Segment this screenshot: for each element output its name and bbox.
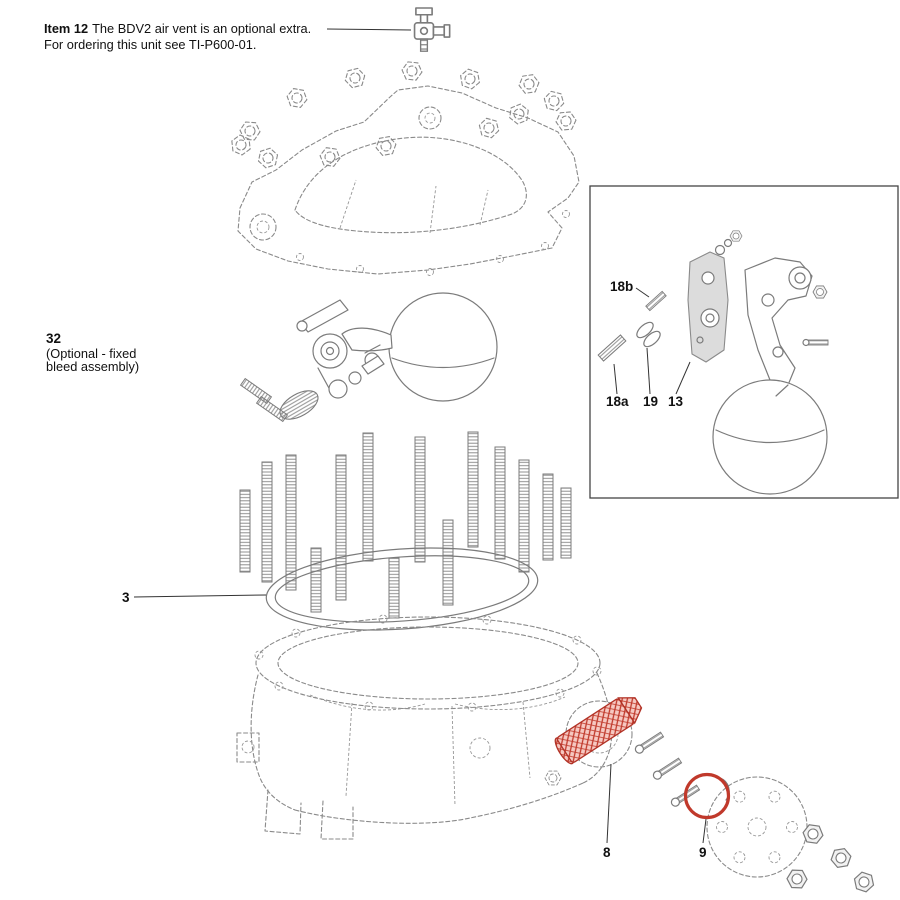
- label-item-32-desc1: (Optional - fixed: [46, 346, 136, 361]
- body-drawing: [236, 614, 633, 840]
- stud-icon: [239, 377, 273, 405]
- stud-icon: [560, 487, 572, 559]
- hex-nut-icon: [505, 101, 533, 127]
- label-item-3: 3: [122, 590, 130, 605]
- hex-nut-icon: [342, 66, 368, 90]
- label-item-19: 19: [643, 394, 658, 409]
- stud-icon: [255, 395, 289, 423]
- label-item-32-desc2: bleed assembly): [46, 359, 139, 374]
- label-item-18b: 18b: [610, 279, 633, 294]
- hex-nut-icon: [227, 132, 255, 158]
- o-ring: [683, 772, 731, 820]
- note-leader-line: [326, 28, 412, 31]
- hex-nut-icon: [476, 116, 502, 140]
- callout-32: 32 (Optional - fixed bleed assembly): [46, 331, 139, 374]
- hex-nut-icon: [829, 847, 853, 869]
- studs-drawing: [239, 431, 572, 619]
- lever-bracket: [744, 257, 813, 386]
- stud-icon: [261, 461, 273, 583]
- label-item-18a: 18a: [606, 394, 629, 409]
- end-cover-drawing: [706, 776, 808, 878]
- leader-18b: [635, 287, 650, 298]
- cover-drawing: [237, 85, 580, 276]
- hex-nut-icon: [729, 230, 743, 242]
- stud-icon: [414, 436, 426, 563]
- hex-nut-icon: [786, 869, 808, 889]
- leader-19: [646, 347, 651, 395]
- hex-nut-icon: [812, 285, 828, 299]
- bottom-nuts: [786, 823, 877, 894]
- hex-nut-icon: [400, 60, 424, 82]
- stud-icon: [442, 519, 454, 606]
- hex-nut-icon: [285, 87, 309, 109]
- hex-nut-icon: [318, 146, 342, 168]
- cover-nuts: [227, 60, 578, 170]
- hex-nut-icon: [238, 121, 262, 141]
- note-item-12: Item 12 The BDV2 air vent is an optional …: [44, 21, 412, 52]
- stud-icon: [518, 459, 530, 573]
- stud-icon: [542, 473, 554, 561]
- note-rest: The BDV2 air vent is an optional extra.: [92, 21, 311, 36]
- callout-3: 3: [122, 590, 267, 605]
- stud-icon: [239, 489, 251, 573]
- label-item-8: 8: [603, 845, 611, 860]
- stud-icon: [597, 334, 627, 362]
- stud-icon: [310, 547, 322, 613]
- gasket-drawing: [265, 547, 539, 631]
- leader-18a: [613, 363, 618, 395]
- hex-nut-icon: [457, 66, 483, 92]
- stud-icon: [467, 431, 479, 548]
- gasket-leader-line: [133, 594, 267, 598]
- stud-icon: [652, 757, 683, 780]
- air-vent-icon: [413, 7, 451, 52]
- stud-icon: [494, 446, 506, 560]
- note-line-1: Item 12 The BDV2 air vent is an optional …: [44, 21, 311, 36]
- label-item-13: 13: [668, 394, 684, 409]
- stud-icon: [670, 784, 701, 807]
- stud-icon: [388, 557, 400, 619]
- label-item-9: 9: [699, 845, 707, 860]
- leader-13: [675, 361, 691, 395]
- stud-icon: [285, 454, 297, 591]
- pivot-pin: [802, 338, 829, 347]
- hex-nut-icon: [554, 110, 578, 132]
- o-ring-leader-line: [702, 818, 707, 844]
- note-bold: Item 12: [44, 21, 88, 36]
- strainer-leader-line: [606, 763, 612, 844]
- orifice-plate: [687, 251, 729, 363]
- hex-nut-icon: [374, 135, 398, 157]
- note-line-2: For ordering this unit see TI-P600-01.: [44, 37, 256, 52]
- stud-icon: [335, 454, 347, 601]
- float-assembly-drawing: [239, 292, 498, 423]
- strainer-screen: [554, 697, 643, 765]
- float-ball: [388, 292, 498, 402]
- hex-nut-icon: [851, 870, 877, 894]
- label-item-32: 32: [46, 331, 61, 346]
- hex-nut-icon: [517, 73, 541, 95]
- hex-nut-icon: [544, 770, 562, 786]
- stud-icon: [645, 290, 667, 312]
- hex-nut-icon: [541, 89, 567, 113]
- hex-nut-icon: [255, 146, 281, 170]
- stud-icon: [634, 731, 665, 754]
- inset-detail-box: 18b 18a 19 13: [589, 185, 899, 499]
- inset-float-ball: [712, 379, 828, 495]
- stud-icon: [362, 432, 374, 562]
- strainer-bolts: [634, 731, 701, 807]
